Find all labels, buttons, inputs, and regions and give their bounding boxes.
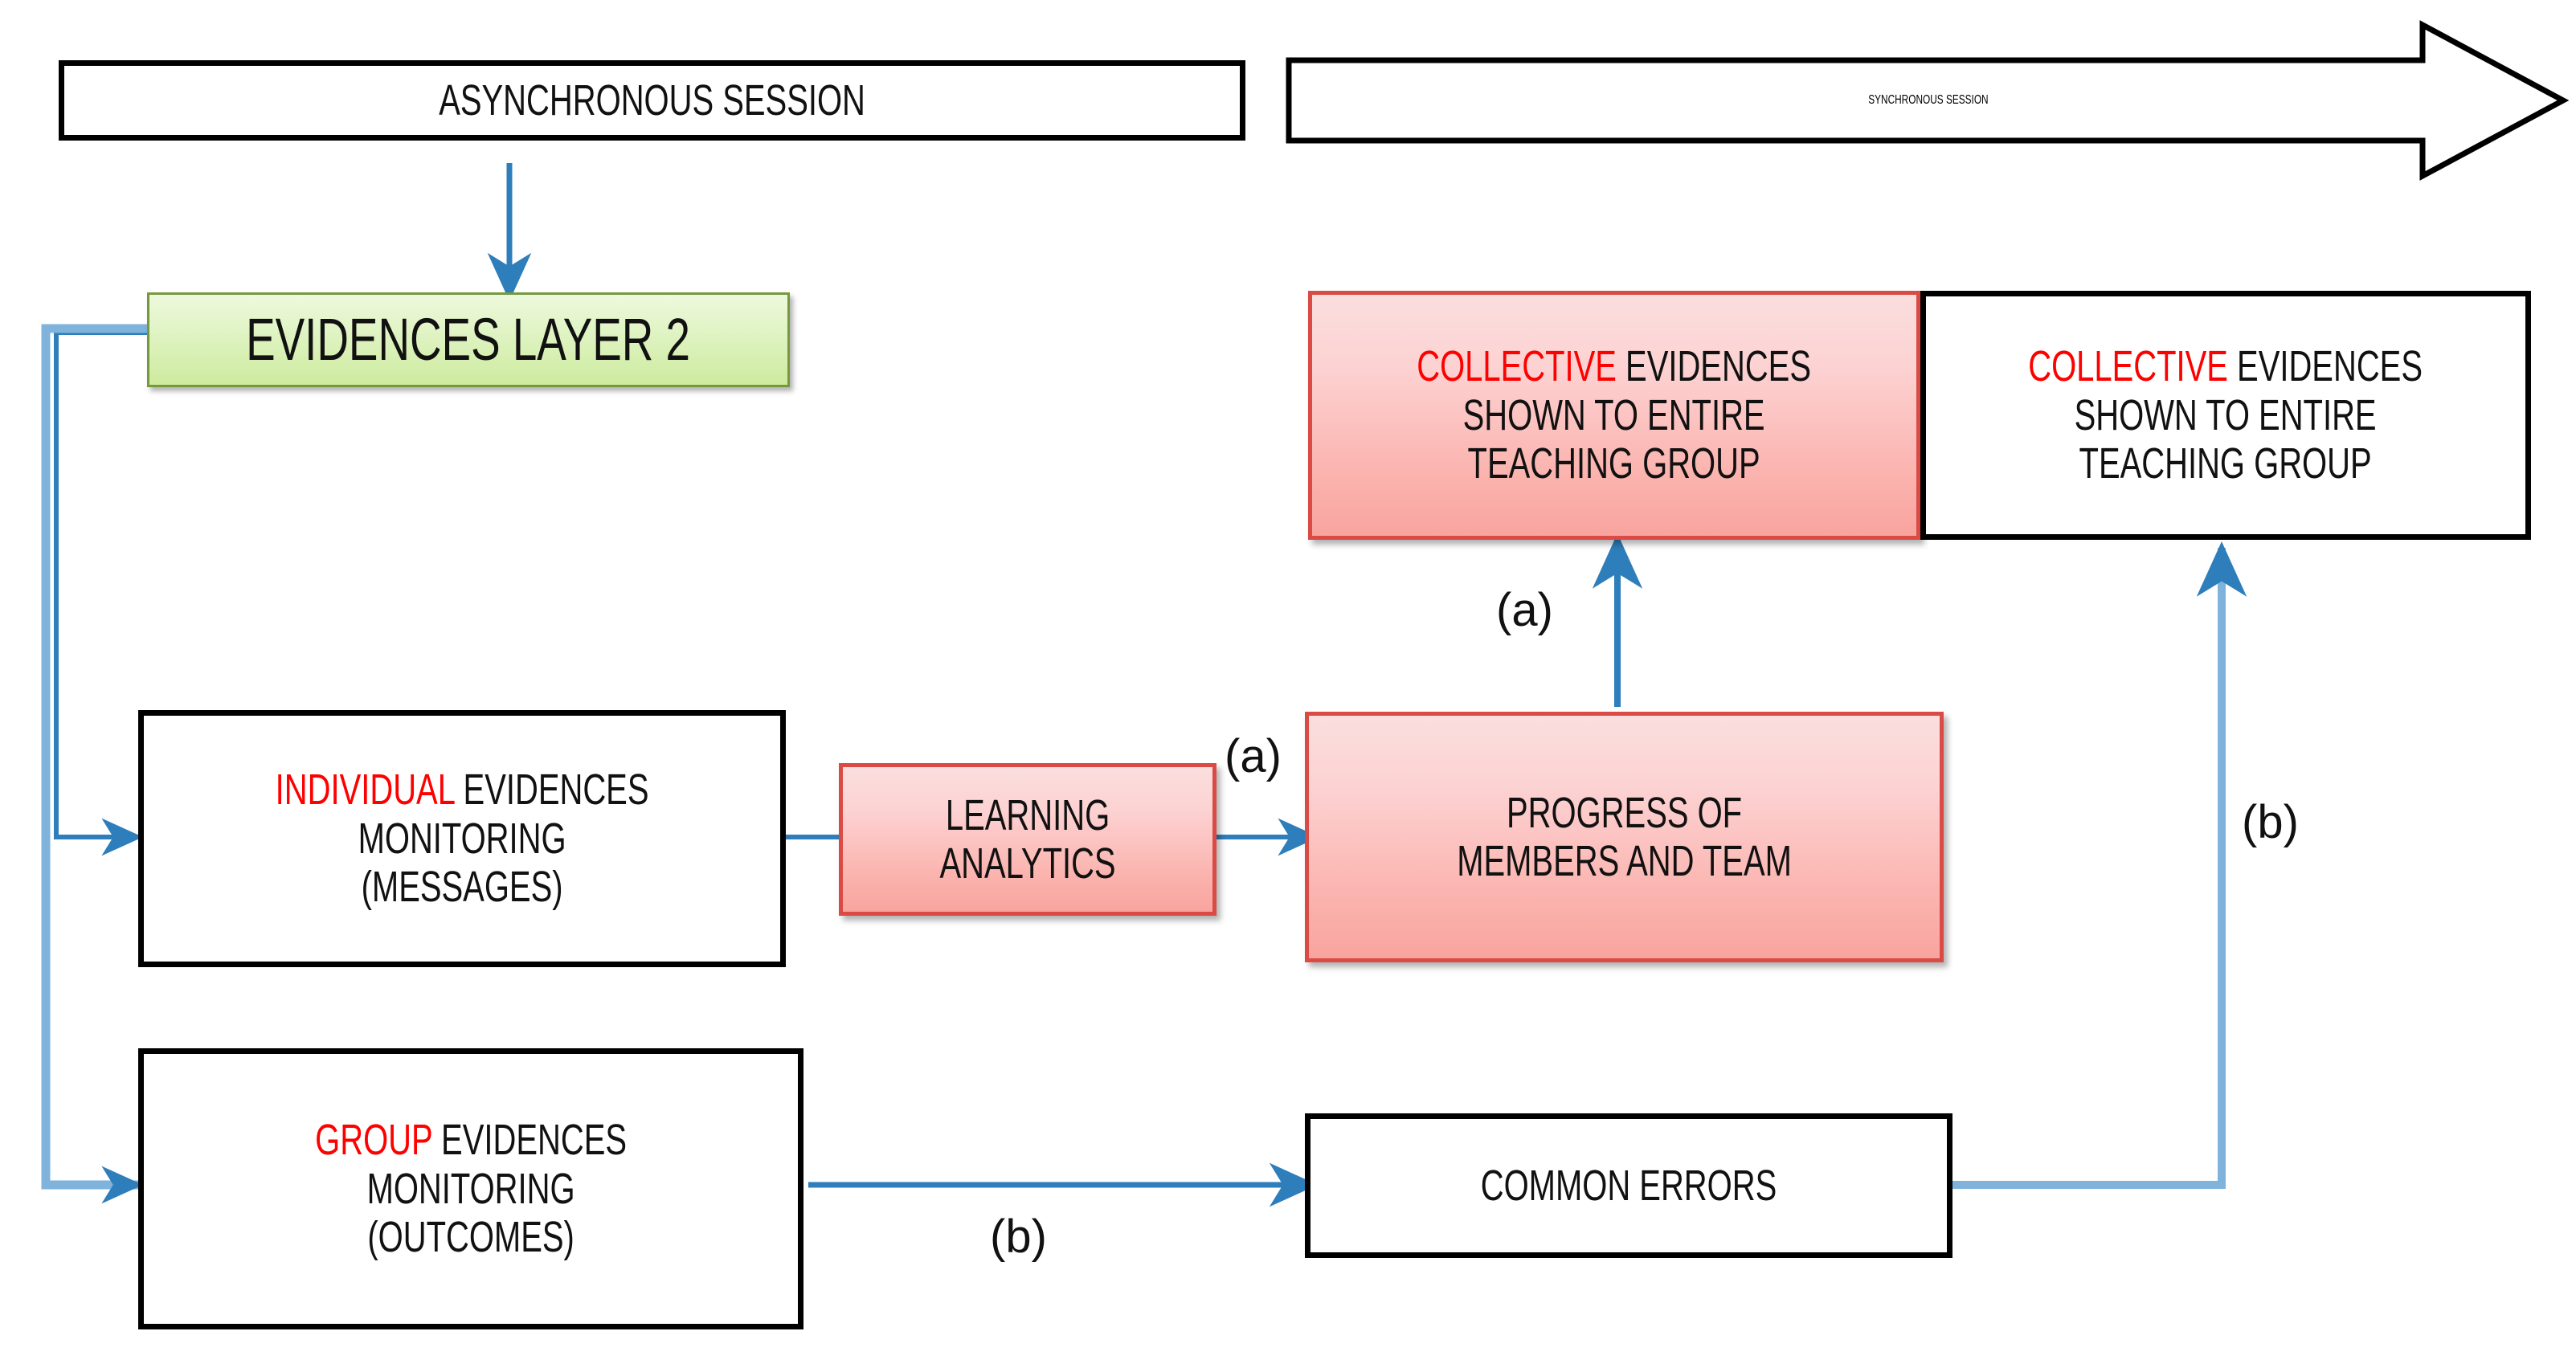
wire-common-errors-to-collective-white: [1952, 548, 2226, 1189]
group-line-3: (OUTCOMES): [367, 1213, 574, 1262]
node-group-evidences-monitoring[interactable]: GROUP EVIDENCES MONITORING (OUTCOMES): [138, 1048, 803, 1329]
flow-label-b-bottom: (b): [990, 1211, 1047, 1263]
node-collective-evidences-red[interactable]: COLLECTIVE EVIDENCES SHOWN TO ENTIRE TEA…: [1308, 291, 1920, 540]
collective-red-emphasis: COLLECTIVE: [1417, 342, 1617, 391]
learning-analytics-line-2: ANALYTICS: [939, 839, 1116, 888]
collective-white-line-2: SHOWN TO ENTIRE: [2075, 390, 2377, 439]
flow-label-a-up: (a): [1496, 584, 1553, 636]
header-synchronous-label: SYNCHRONOUS SESSION: [1868, 93, 1989, 108]
node-collective-evidences-white[interactable]: COLLECTIVE EVIDENCES SHOWN TO ENTIRE TEA…: [1920, 291, 2531, 540]
wire-evidences-to-group: [41, 324, 147, 1190]
node-progress-members-team[interactable]: PROGRESS OF MEMBERS AND TEAM: [1305, 712, 1944, 962]
header-asynchronous-session: ASYNCHRONOUS SESSION: [59, 60, 1245, 141]
flow-label-a-mid: (a): [1225, 730, 1282, 782]
collective-white-rest: EVIDENCES: [2228, 342, 2423, 391]
group-rest: EVIDENCES: [431, 1116, 627, 1165]
collective-red-line-3: TEACHING GROUP: [1467, 439, 1761, 488]
node-evidences-layer-2[interactable]: EVIDENCES LAYER 2: [147, 292, 790, 387]
collective-white-line-3: TEACHING GROUP: [2079, 439, 2373, 488]
wire-evidences-to-individual: [54, 330, 147, 839]
header-asynchronous-label: ASYNCHRONOUS SESSION: [439, 76, 865, 125]
node-individual-evidences-monitoring[interactable]: INDIVIDUAL EVIDENCES MONITORING (MESSAGE…: [138, 710, 786, 967]
individual-line-2: MONITORING: [358, 814, 566, 863]
progress-line-2: MEMBERS AND TEAM: [1457, 837, 1792, 885]
collective-red-rest: EVIDENCES: [1617, 342, 1812, 391]
collective-red-line-1: COLLECTIVE EVIDENCES: [1417, 342, 1812, 390]
evidences-layer-2-label: EVIDENCES LAYER 2: [246, 305, 691, 373]
group-line-2: MONITORING: [366, 1164, 575, 1213]
right-arrow-icon: [1286, 20, 2570, 181]
progress-line-1: PROGRESS OF: [1506, 788, 1743, 837]
group-emphasis: GROUP: [315, 1116, 432, 1165]
group-line-1: GROUP EVIDENCES: [315, 1116, 627, 1164]
node-learning-analytics[interactable]: LEARNING ANALYTICS: [839, 763, 1216, 916]
individual-line-1: INDIVIDUAL EVIDENCES: [276, 766, 649, 814]
collective-red-line-2: SHOWN TO ENTIRE: [1463, 390, 1765, 439]
common-errors-label: COMMON ERRORS: [1480, 1161, 1777, 1210]
header-synchronous-session: SYNCHRONOUS SESSION: [1286, 20, 2571, 181]
collective-white-emphasis: COLLECTIVE: [2028, 342, 2229, 391]
flow-label-b-right: (b): [2242, 796, 2299, 848]
learning-analytics-line-1: LEARNING: [945, 790, 1110, 839]
individual-emphasis: INDIVIDUAL: [275, 766, 455, 815]
individual-rest: EVIDENCES: [454, 766, 649, 815]
collective-white-line-1: COLLECTIVE EVIDENCES: [2029, 342, 2423, 390]
node-common-errors[interactable]: COMMON ERRORS: [1305, 1113, 1952, 1258]
individual-line-3: (MESSAGES): [361, 863, 563, 912]
